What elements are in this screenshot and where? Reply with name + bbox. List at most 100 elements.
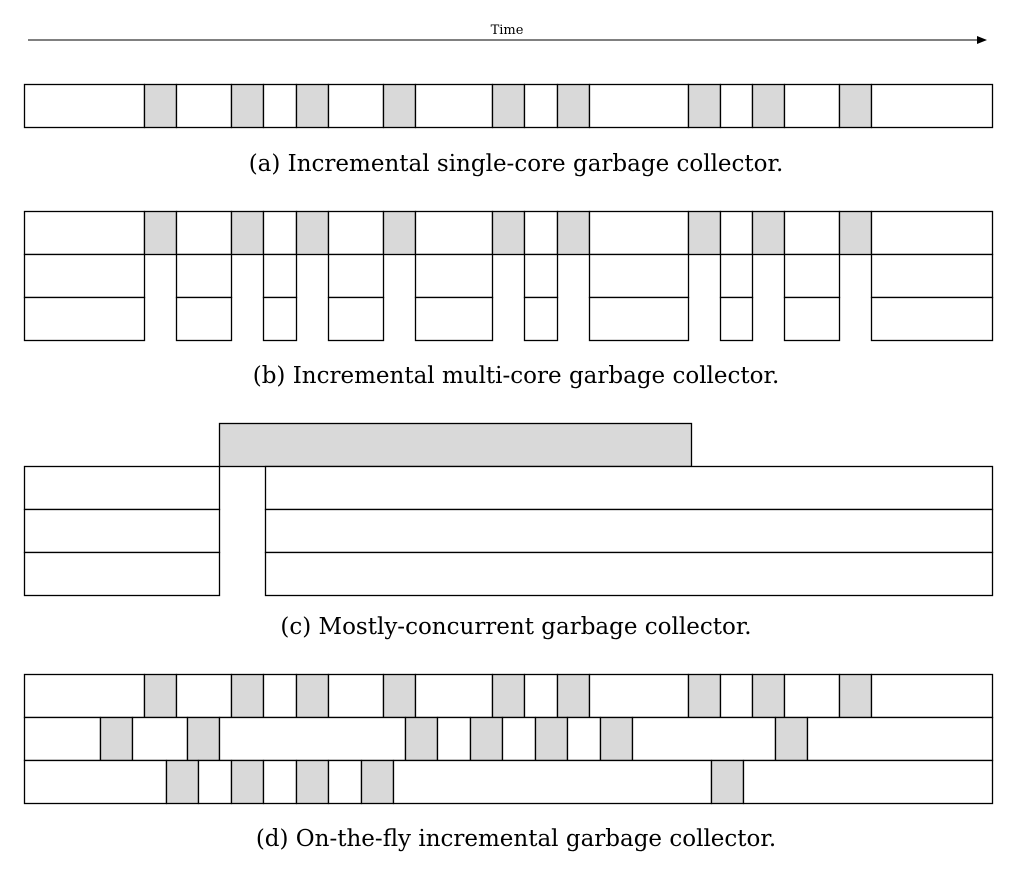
gc-slice bbox=[165, 759, 200, 805]
gc-slice bbox=[556, 210, 591, 256]
mutator-slice bbox=[523, 296, 559, 342]
mutator-slice bbox=[783, 673, 841, 719]
panel-c-caption: (c) Mostly-concurrent garbage collector. bbox=[280, 614, 751, 640]
panel-d: (d) On-the-fly incremental garbage colle… bbox=[23, 673, 994, 852]
mutator-slice bbox=[175, 83, 233, 129]
mutator-slice bbox=[262, 673, 298, 719]
mutator-slice bbox=[588, 210, 690, 256]
gc-slice bbox=[687, 673, 722, 719]
gc-slice bbox=[404, 716, 439, 762]
panel-a: (a) Incremental single-core garbage coll… bbox=[23, 83, 994, 177]
mutator-slice bbox=[197, 759, 233, 805]
gc-slice bbox=[491, 210, 526, 256]
panel-b: (b) Incremental multi-core garbage colle… bbox=[23, 210, 994, 389]
gc-slice bbox=[710, 759, 745, 805]
mutator-slice bbox=[588, 83, 690, 129]
gc-slice bbox=[143, 210, 178, 256]
mutator-slice bbox=[327, 673, 385, 719]
mutator-slice bbox=[566, 716, 602, 762]
gc-slice bbox=[186, 716, 221, 762]
mutator-slice bbox=[631, 716, 777, 762]
gc-slice bbox=[230, 673, 265, 719]
gc-slice bbox=[360, 759, 395, 805]
mutator-slice bbox=[501, 716, 537, 762]
mutator-slice bbox=[783, 296, 841, 342]
mutator-slice bbox=[23, 551, 221, 597]
gc-slice bbox=[751, 210, 786, 256]
mutator-slice bbox=[783, 253, 841, 299]
gc-slice bbox=[230, 759, 265, 805]
mutator-slice bbox=[742, 759, 994, 805]
mutator-slice bbox=[523, 210, 559, 256]
mutator-slice bbox=[23, 508, 221, 554]
mutator-slice bbox=[414, 296, 494, 342]
mutator-slice bbox=[264, 508, 994, 554]
gc-slice bbox=[99, 716, 134, 762]
mutator-slice bbox=[131, 716, 189, 762]
gc-slice bbox=[143, 673, 178, 719]
gc-slice bbox=[491, 673, 526, 719]
mutator-slice bbox=[23, 210, 146, 256]
mutator-slice bbox=[783, 210, 841, 256]
gc-slice bbox=[599, 716, 634, 762]
panel-c-rows bbox=[23, 422, 994, 597]
mutator-slice bbox=[175, 210, 233, 256]
mutator-slice bbox=[175, 673, 233, 719]
mutator-slice bbox=[262, 83, 298, 129]
mutator-slice bbox=[262, 296, 298, 342]
panel-c: (c) Mostly-concurrent garbage collector. bbox=[23, 422, 994, 640]
mutator-slice bbox=[327, 210, 385, 256]
mutator-slice bbox=[783, 83, 841, 129]
mutator-slice bbox=[327, 296, 385, 342]
mutator-slice bbox=[23, 759, 168, 805]
time-axis: Time bbox=[28, 23, 987, 44]
gc-slice bbox=[838, 673, 873, 719]
mutator-slice bbox=[523, 253, 559, 299]
gc-slice bbox=[143, 83, 178, 129]
gc-slice bbox=[774, 716, 809, 762]
mutator-slice bbox=[414, 673, 494, 719]
mutator-slice bbox=[327, 253, 385, 299]
mutator-slice bbox=[327, 759, 363, 805]
mutator-slice bbox=[806, 716, 994, 762]
mutator-slice bbox=[262, 759, 298, 805]
panel-b-caption: (b) Incremental multi-core garbage colle… bbox=[253, 363, 780, 389]
panel-d-rows bbox=[23, 673, 994, 805]
mutator-slice bbox=[719, 673, 754, 719]
gc-slice bbox=[838, 210, 873, 256]
gc-slice bbox=[295, 210, 330, 256]
panel-d-caption: (d) On-the-fly incremental garbage colle… bbox=[256, 826, 776, 852]
mutator-slice bbox=[175, 253, 233, 299]
mutator-slice bbox=[414, 253, 494, 299]
gc-slice bbox=[838, 83, 873, 129]
mutator-slice bbox=[870, 296, 994, 342]
mutator-slice bbox=[414, 210, 494, 256]
mutator-slice bbox=[414, 83, 494, 129]
mutator-slice bbox=[523, 673, 559, 719]
mutator-slice bbox=[588, 673, 690, 719]
panel-a-rows bbox=[23, 83, 994, 129]
mutator-slice bbox=[870, 210, 994, 256]
mutator-slice bbox=[719, 253, 754, 299]
mutator-slice bbox=[870, 253, 994, 299]
gc-slice bbox=[469, 716, 504, 762]
gc-slice bbox=[687, 210, 722, 256]
gc-slice bbox=[687, 83, 722, 129]
gc-slice bbox=[382, 210, 417, 256]
gc-slice bbox=[230, 83, 265, 129]
gc-slice bbox=[382, 673, 417, 719]
mutator-slice bbox=[23, 673, 146, 719]
mutator-slice bbox=[327, 83, 385, 129]
mutator-slice bbox=[262, 253, 298, 299]
mutator-slice bbox=[23, 465, 221, 511]
mutator-slice bbox=[588, 296, 690, 342]
mutator-slice bbox=[264, 465, 994, 511]
mutator-slice bbox=[23, 253, 146, 299]
mutator-slice bbox=[870, 83, 994, 129]
gc-slice bbox=[230, 210, 265, 256]
gc-slice bbox=[556, 83, 591, 129]
panel-b-rows bbox=[23, 210, 994, 342]
gc-slice bbox=[751, 83, 786, 129]
mutator-slice bbox=[436, 716, 472, 762]
